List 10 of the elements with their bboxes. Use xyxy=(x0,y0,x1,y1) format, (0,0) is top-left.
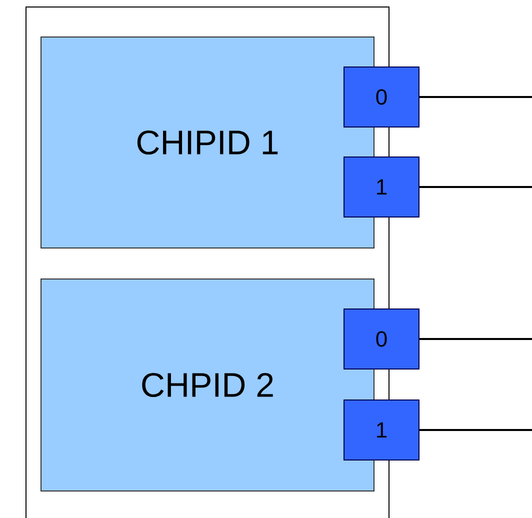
connector-line xyxy=(420,96,532,98)
port-box: 0 xyxy=(344,308,420,370)
connector-line xyxy=(420,338,532,340)
chip-box: CHIPID 1 xyxy=(40,36,374,248)
connector-line xyxy=(420,429,532,431)
chip-box: CHPID 2 xyxy=(40,278,374,492)
port-box: 0 xyxy=(344,66,420,128)
connector-line xyxy=(420,186,532,188)
port-box: 1 xyxy=(344,156,420,218)
port-box: 1 xyxy=(344,400,420,460)
